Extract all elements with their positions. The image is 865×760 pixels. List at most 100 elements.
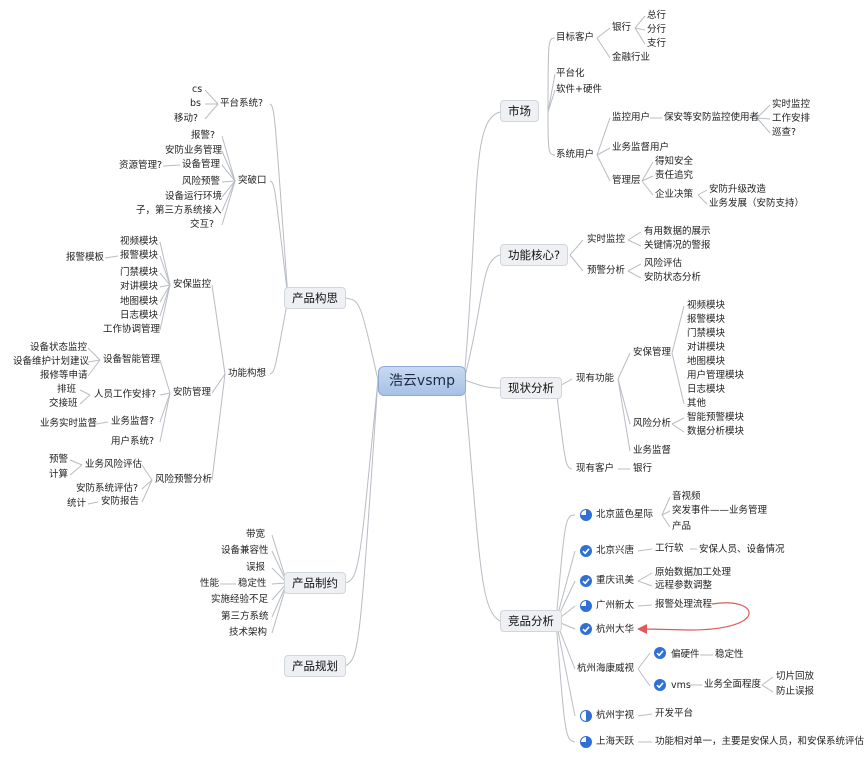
node-icbc-software[interactable]: 工行软 [655, 543, 684, 554]
node-head-office[interactable]: 总行 [647, 10, 667, 21]
node-realtime-monitor[interactable]: 实时监控 [772, 99, 811, 110]
node-hardware-leaning[interactable]: 偏硬件 [671, 649, 700, 660]
node-alarm-template[interactable]: 报警模板 [66, 252, 105, 263]
node-system-users[interactable]: 系统用户 [556, 149, 595, 160]
node-status-video-module[interactable]: 视频模块 [687, 300, 726, 311]
node-device-status-monitor[interactable]: 设备状态监控 [30, 342, 88, 353]
node-security-business[interactable]: 安防业务管理 [165, 145, 223, 156]
node-third-party-system[interactable]: 第三方系统 [221, 611, 269, 622]
node-business-risk-eval[interactable]: 业务风险评估 [85, 459, 143, 470]
branch-core-function[interactable]: 功能核心? [500, 244, 569, 266]
node-statistics[interactable]: 统计 [67, 498, 87, 509]
branch-market[interactable]: 市场 [500, 100, 539, 122]
node-single-function[interactable]: 功能相对单一，主要是安保人员，和安保系统评估 [655, 736, 865, 747]
branch-product-concept[interactable]: 产品构思 [284, 287, 346, 309]
node-accountability[interactable]: 责任追究 [655, 170, 694, 181]
node-platform-system[interactable]: 平台系统? [220, 98, 264, 109]
node-maintenance-plan[interactable]: 设备维护计划建议 [13, 356, 90, 367]
node-false-alarm[interactable]: 误报 [246, 562, 266, 573]
node-device-compatibility[interactable]: 设备兼容性 [221, 545, 269, 556]
node-risk-analysis[interactable]: 风险分析 [633, 418, 672, 429]
node-finance-industry[interactable]: 金融行业 [612, 52, 651, 63]
node-tech-architecture[interactable]: 技术架构 [229, 627, 268, 638]
node-work-coordination[interactable]: 工作协调管理 [103, 324, 161, 335]
node-status-access-module[interactable]: 门禁模块 [687, 328, 726, 339]
node-device-environment[interactable]: 设备运行环境 [165, 191, 223, 202]
node-monitor-users[interactable]: 监控用户 [612, 112, 651, 123]
node-vms[interactable]: vms [671, 680, 691, 691]
node-dev-platform[interactable]: 开发平台 [655, 708, 694, 719]
node-shift-schedule[interactable]: 排班 [57, 384, 77, 395]
node-intercom-module[interactable]: 对讲模块 [120, 281, 159, 292]
node-status-log-module[interactable]: 日志模块 [687, 384, 726, 395]
node-bandwidth[interactable]: 带宽 [246, 529, 266, 540]
node-sub-branch[interactable]: 支行 [647, 38, 667, 49]
node-security-report[interactable]: 安防报告 [101, 496, 140, 507]
node-device-management[interactable]: 设备管理 [182, 159, 221, 170]
node-access-module[interactable]: 门禁模块 [120, 267, 159, 278]
node-prevent-false-alarm[interactable]: 防止误报 [776, 686, 815, 697]
node-alarm-q[interactable]: 报警? [191, 130, 216, 141]
node-patrol[interactable]: 巡查? [772, 127, 797, 138]
node-emergency-business[interactable]: 突发事件——业务管理 [672, 505, 768, 516]
node-smart-device-mgmt[interactable]: 设备智能管理 [103, 354, 161, 365]
competitor-hangzhou-dahua[interactable]: 杭州大华 [596, 624, 635, 635]
node-bs[interactable]: bs [190, 98, 201, 109]
node-management[interactable]: 管理层 [612, 175, 641, 186]
node-customer-bank[interactable]: 银行 [633, 463, 653, 474]
node-existing-functions[interactable]: 现有功能 [576, 373, 615, 384]
node-status-intercom-module[interactable]: 对讲模块 [687, 342, 726, 353]
node-shift-handover[interactable]: 交接班 [49, 398, 78, 409]
node-business-development[interactable]: 业务发展（安防支持） [709, 198, 805, 209]
branch-status-analysis[interactable]: 现状分析 [500, 377, 562, 399]
node-status-alarm-module[interactable]: 报警模块 [687, 314, 726, 325]
node-implementation-experience[interactable]: 实施经验不足 [211, 594, 269, 605]
competitor-hangzhou-yushi[interactable]: 杭州宇视 [596, 710, 635, 721]
node-data-analysis-module[interactable]: 数据分析模块 [687, 426, 745, 437]
node-warning-analysis[interactable]: 预警分析 [587, 265, 626, 276]
node-risk-warning[interactable]: 风险预警 [182, 176, 221, 187]
node-stability[interactable]: 稳定性 [715, 649, 744, 660]
branch-product-planning[interactable]: 产品规划 [284, 655, 346, 677]
node-business-supervision[interactable]: 业务监督 [633, 445, 672, 456]
node-raw-data-processing[interactable]: 原始数据加工处理 [655, 567, 732, 578]
node-alarm-module[interactable]: 报警模块 [120, 250, 159, 261]
node-key-alarm[interactable]: 关键情况的警报 [644, 240, 711, 251]
node-cs[interactable]: cs [192, 84, 203, 95]
branch-product-constraints[interactable]: 产品制约 [284, 572, 346, 594]
node-safety-management[interactable]: 安防管理 [173, 387, 212, 398]
competitor-beijing-blue[interactable]: 北京蓝色星际 [596, 509, 654, 520]
node-map-module[interactable]: 地图模块 [120, 296, 159, 307]
node-enterprise-decision[interactable]: 企业决策 [655, 189, 694, 200]
node-interaction[interactable]: 交互? [190, 219, 215, 230]
branch-competitor-analysis[interactable]: 竞品分析 [500, 610, 562, 632]
node-video-module[interactable]: 视频模块 [120, 236, 159, 247]
node-business-supervise[interactable]: 业务监督? [111, 416, 155, 427]
node-useful-data-display[interactable]: 有用数据的展示 [644, 226, 711, 237]
node-alarm-process[interactable]: 报警处理流程 [655, 599, 713, 610]
node-status-user-module[interactable]: 用户管理模块 [687, 370, 745, 381]
root-topic[interactable]: 浩云vsmp [378, 366, 466, 396]
node-calculation[interactable]: 计算 [49, 469, 69, 480]
node-security-users[interactable]: 保安等安防监控使用者 [664, 112, 760, 123]
node-security-sys-eval[interactable]: 安防系统评估? [76, 483, 139, 494]
node-security-upgrade[interactable]: 安防升级改造 [709, 184, 767, 195]
node-existing-customers[interactable]: 现有客户 [576, 463, 615, 474]
node-branch-office[interactable]: 分行 [647, 24, 667, 35]
node-security-monitoring[interactable]: 安保监控 [173, 279, 212, 290]
node-status-other[interactable]: 其他 [687, 398, 707, 409]
node-resource-management[interactable]: 资源管理? [119, 160, 163, 171]
node-smart-warning-module[interactable]: 智能预警模块 [687, 412, 745, 423]
node-work-arrangement[interactable]: 工作安排 [772, 113, 811, 124]
node-risk-warning-analysis[interactable]: 风险预警分析 [155, 474, 213, 485]
competitor-shanghai-tianyue[interactable]: 上海天跃 [596, 736, 635, 747]
node-bank[interactable]: 银行 [612, 22, 632, 33]
competitor-hikvision[interactable]: 杭州海康威视 [577, 663, 635, 674]
node-business-coverage[interactable]: 业务全面程度 [704, 679, 762, 690]
node-slice-playback[interactable]: 切片回放 [776, 671, 815, 682]
node-business-monitor-users[interactable]: 业务监督用户 [612, 142, 670, 153]
node-staff-arrangement[interactable]: 人员工作安排? [94, 389, 157, 400]
node-repair-request[interactable]: 报修等申请 [40, 370, 88, 381]
node-security-management[interactable]: 安保管理 [633, 347, 672, 358]
node-user-system[interactable]: 用户系统? [111, 436, 155, 447]
